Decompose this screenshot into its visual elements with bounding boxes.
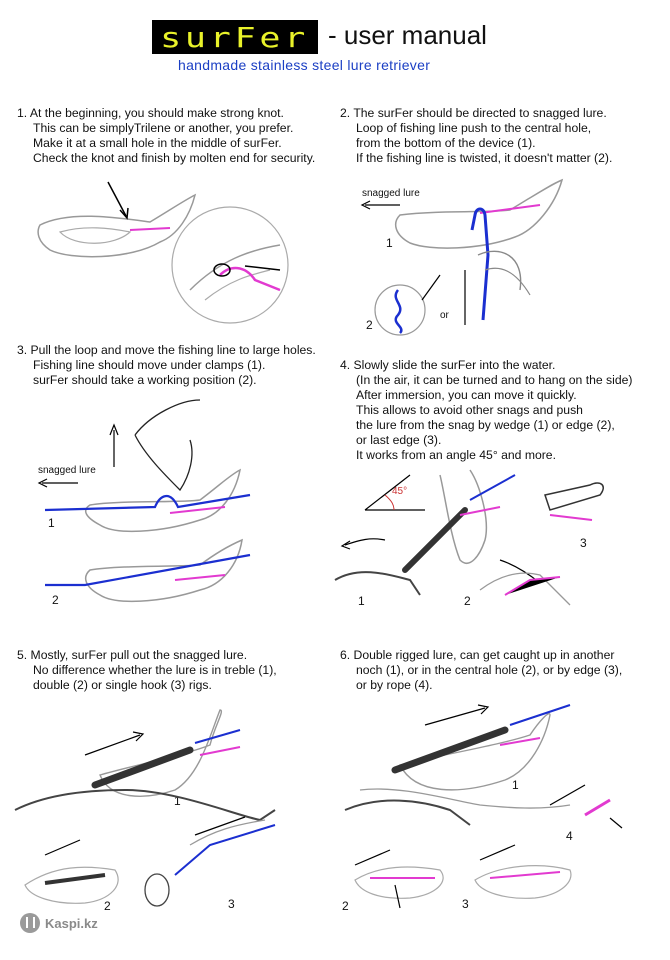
step-1-text: 1. At the beginning, you should make str… — [17, 106, 315, 166]
step-2-line: 2. The surFer should be directed to snag… — [340, 106, 607, 120]
step-6-text: 6. Double rigged lure, can get caught up… — [340, 648, 622, 693]
step-1-line: Check the knot and finish by molten end … — [33, 151, 316, 165]
step-1-line: Make it at a small hole in the middle of… — [33, 136, 282, 150]
figure-number: 1 — [174, 794, 181, 808]
figure-number: 3 — [580, 536, 587, 550]
kaspi-logo-icon — [20, 913, 40, 933]
step-4-line: It works from an angle 45° and more. — [356, 448, 556, 462]
figure-number: 1 — [358, 594, 365, 608]
figure-number: 2 — [464, 594, 471, 608]
step-4-line: 4. Slowly slide the surFer into the wate… — [340, 358, 556, 372]
step-5-line: No difference whether the lure is in tre… — [33, 663, 277, 677]
snagged-lure-label: snagged lure — [38, 465, 96, 476]
step-4-line: This allows to avoid other snags and pus… — [356, 403, 583, 417]
step-3-line: surFer should take a working position (2… — [33, 373, 257, 387]
step-6-illustration — [344, 704, 623, 909]
step-5-line: double (2) or single hook (3) rigs. — [33, 678, 212, 692]
step-2-line: from the bottom of the device (1). — [356, 136, 536, 150]
step-2-line: Loop of fishing line push to the central… — [356, 121, 592, 135]
logo-text: surFer — [160, 20, 310, 54]
step-5-line: 5. Mostly, surFer pull out the snagged l… — [17, 648, 248, 662]
step-2-text: 2. The surFer should be directed to snag… — [340, 106, 612, 166]
step-4-line: After immersion, you can move it quickly… — [356, 388, 577, 402]
figure-number: 2 — [52, 593, 59, 607]
step-4-line: or last edge (3). — [356, 433, 442, 447]
step-2-line: If the fishing line is twisted, it doesn… — [356, 151, 613, 165]
watermark-text: Kaspi.kz — [45, 915, 98, 931]
or-label: or — [440, 310, 449, 321]
kaspi-watermark: Kaspi.kz — [20, 913, 98, 933]
snagged-lure-label: snagged lure — [362, 188, 420, 199]
step-6-line: 6. Double rigged lure, can get caught up… — [340, 648, 615, 662]
step-6-line: or by rope (4). — [356, 678, 433, 692]
step-1-line: 1. At the beginning, you should make str… — [17, 106, 284, 120]
page-subtitle: handmade stainless steel lure retriever — [178, 57, 431, 73]
step-3-illustration — [37, 399, 251, 603]
step-1-line: This can be simplyTrilene or another, yo… — [33, 121, 294, 135]
step-2-illustration — [360, 178, 564, 336]
step-5-text: 5. Mostly, surFer pull out the snagged l… — [17, 648, 277, 693]
step-4-illustration — [334, 469, 604, 606]
step-4-line: the lure from the snag by wedge (1) or e… — [356, 418, 615, 432]
figure-number: 2 — [366, 318, 373, 332]
step-3-line: Fishing line should move under clamps (1… — [33, 358, 266, 372]
step-5-illustration — [14, 709, 276, 907]
figure-number: 2 — [342, 899, 349, 913]
surfer-logo: surFer — [152, 20, 318, 54]
step-4-line: (In the air, it can be turned and to han… — [356, 373, 633, 387]
step-3-text: 3. Pull the loop and move the fishing li… — [17, 343, 316, 388]
step-1-illustration — [37, 181, 289, 324]
figure-number: 1 — [386, 236, 393, 250]
figure-number: 3 — [462, 897, 469, 911]
figure-number: 3 — [228, 897, 235, 911]
step-6-line: noch (1), or in the central hole (2), or… — [356, 663, 623, 677]
page-title: - user manual — [328, 20, 487, 50]
step-4-text: 4. Slowly slide the surFer into the wate… — [340, 358, 632, 463]
figure-number: 4 — [566, 829, 573, 843]
figure-number: 1 — [48, 516, 55, 530]
figure-number: 1 — [512, 778, 519, 792]
step-3-line: 3. Pull the loop and move the fishing li… — [17, 343, 316, 357]
figure-number: 2 — [104, 899, 111, 913]
angle-label: 45° — [392, 486, 408, 497]
